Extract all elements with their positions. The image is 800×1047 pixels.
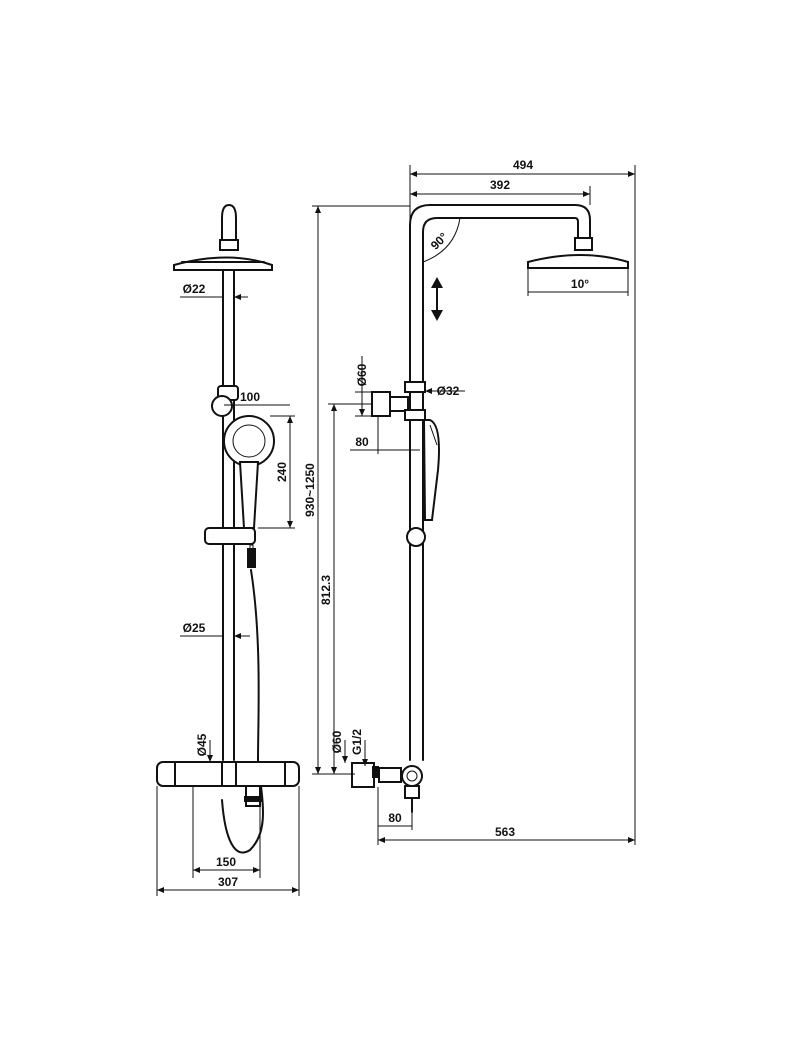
dim-80-bottom: 80: [388, 811, 402, 825]
dim-100: 100: [240, 390, 260, 404]
dim-dia-25: Ø25: [183, 621, 206, 635]
dim-240: 240: [275, 462, 289, 482]
dim-307: 307: [218, 875, 238, 889]
thermostatic-mixer-front: [156, 761, 300, 787]
hand-shower-front: [223, 415, 275, 529]
overhead-shower-head-side: [527, 254, 629, 269]
dim-930-1250: 930~1250: [303, 463, 317, 517]
dimension-labels: 494 392 90° 10° Ø22 Ø60 Ø32 80 100 240 9…: [183, 158, 590, 889]
dim-dia-22: Ø22: [183, 282, 206, 296]
hand-shower-side: [422, 419, 440, 521]
dim-angle-90: 90°: [428, 230, 451, 253]
dim-dia-60-bottom: Ø60: [330, 730, 344, 753]
dim-dia-60-top: Ø60: [355, 363, 369, 386]
dim-494: 494: [513, 158, 533, 172]
front-view: [156, 204, 300, 854]
dim-thread-g12: G1/2: [350, 729, 364, 755]
dim-dia-32: Ø32: [437, 384, 460, 398]
dim-80-top: 80: [355, 435, 369, 449]
dim-812: 812.3: [319, 575, 333, 605]
slider-bracket: [204, 527, 256, 545]
dim-150: 150: [216, 855, 236, 869]
overhead-shower-head-front: [173, 256, 273, 271]
dim-563: 563: [495, 825, 515, 839]
dim-dia-45: Ø45: [195, 733, 209, 756]
dim-tilt-10: 10°: [571, 277, 589, 291]
dim-392: 392: [490, 178, 510, 192]
side-view: [351, 204, 629, 813]
double-arrow-vertical-icon: [431, 277, 443, 321]
dimension-lines: [156, 165, 636, 896]
